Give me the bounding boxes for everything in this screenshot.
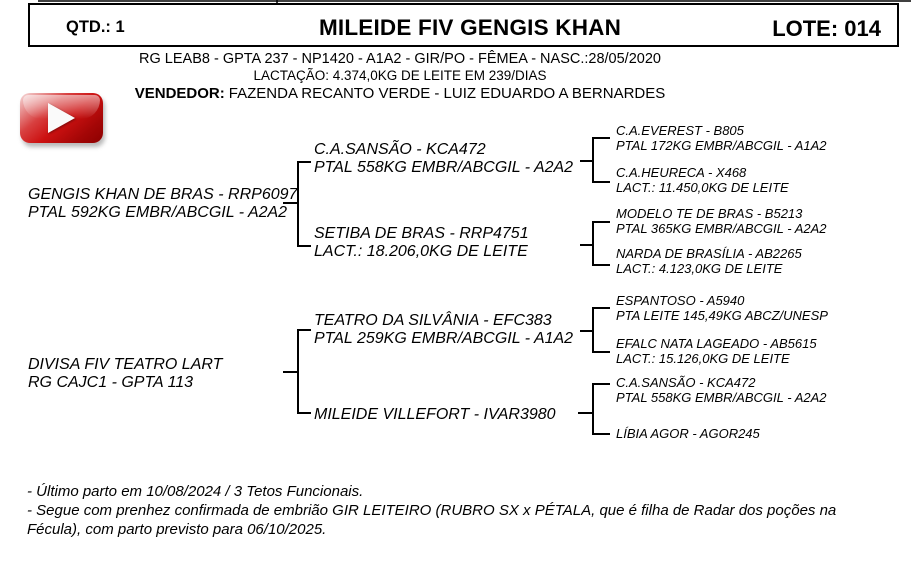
seller-line: VENDEDOR:FAZENDA RECANTO VERDE - LUIZ ED… (0, 85, 800, 102)
dam-sire-bracket (580, 307, 610, 353)
animal-name: C.A.SANSÃO - KCA472 (616, 375, 756, 390)
pedigree-dam-dam-dam: LÍBIA AGOR - AGOR245 (616, 426, 760, 442)
pedigree-sire-sire-sire: C.A.EVEREST - B805 PTAL 172KG EMBR/ABCGI… (616, 123, 827, 153)
pedigree-dam-name: DIVISA FIV TEATRO LART (28, 356, 223, 373)
seller-value: FAZENDA RECANTO VERDE - LUIZ EDUARDO A B… (228, 85, 666, 102)
sire-dam-bracket (580, 221, 610, 266)
animal-detail: LACT.: 4.123,0KG DE LEITE (616, 260, 783, 276)
animal-name: NARDA DE BRASÍLIA - AB2265 (616, 246, 802, 261)
pedigree-dam-sire-dam: EFALC NATA LAGEADO - AB5615 LACT.: 15.12… (616, 336, 817, 366)
pedigree-sire-detail: PTAL 592KG EMBR/ABCGIL - A2A2 (28, 204, 288, 221)
pedigree-sire-name: GENGIS KHAN DE BRAS - RRP6097 (28, 186, 298, 203)
note-pregnancy: - Segue com prenhez confirmada de embriã… (27, 502, 837, 538)
quantity-label: QTD.: 1 (66, 18, 125, 36)
animal-name: C.A.SANSÃO - KCA472 (314, 141, 486, 158)
pedigree-sire-dam-dam: NARDA DE BRASÍLIA - AB2265 LACT.: 4.123,… (616, 246, 802, 276)
pedigree-dam-sire: TEATRO DA SILVÂNIA - EFC383 PTAL 259KG E… (314, 312, 573, 348)
animal-name: EFALC NATA LAGEADO - AB5615 (616, 336, 817, 351)
pedigree-dam-detail: RG CAJC1 - GPTA 113 (28, 374, 194, 391)
notes-section: - Último parto em 10/08/2024 / 3 Tetos F… (27, 482, 875, 539)
pedigree-sire: GENGIS KHAN DE BRAS - RRP6097 PTAL 592KG… (28, 186, 297, 222)
registration-line: RG LEAB8 - GPTA 237 - NP1420 - A1A2 - GI… (139, 51, 661, 67)
pedigree-sire-dam: SETIBA DE BRAS - RRP4751 LACT.: 18.206,0… (314, 225, 529, 261)
pedigree-sire-sire-dam: C.A.HEURECA - X468 LACT.: 11.450,0KG DE … (616, 165, 789, 195)
animal-detail: PTAL 558KG EMBR/ABCGIL - A2A2 (616, 389, 827, 405)
dam-dam-bracket (578, 383, 610, 435)
animal-detail: LACT.: 11.450,0KG DE LEITE (616, 179, 789, 195)
animal-name: LÍBIA AGOR - AGOR245 (616, 426, 760, 441)
page-title: MILEIDE FIV GENGIS KHAN (318, 15, 622, 40)
animal-name: C.A.HEURECA - X468 (616, 165, 747, 180)
animal-name: TEATRO DA SILVÂNIA - EFC383 (314, 312, 552, 329)
animal-name: C.A.EVEREST - B805 (616, 123, 744, 138)
lactation-line: LACTAÇÃO: 4.374,0KG DE LEITE EM 239/DIAS (253, 68, 547, 83)
seller-label: VENDEDOR: (134, 85, 225, 102)
lot-number-label: LOTE: 014 (772, 16, 881, 41)
animal-name: MILEIDE VILLEFORT - IVAR3980 (314, 406, 556, 423)
play-icon (48, 103, 75, 133)
pedigree-sire-dam-sire: MODELO TE DE BRAS - B5213 PTAL 365KG EMB… (616, 206, 827, 236)
pedigree-dam-dam: MILEIDE VILLEFORT - IVAR3980 (314, 406, 556, 424)
pedigree-dam: DIVISA FIV TEATRO LART RG CAJC1 - GPTA 1… (28, 356, 222, 392)
sire-sire-bracket (580, 137, 610, 183)
video-play-button[interactable] (20, 93, 103, 143)
note-last-calving: - Último parto em 10/08/2024 / 3 Tetos F… (27, 483, 364, 500)
header-box: QTD.: 1 MILEIDE FIV GENGIS KHAN LOTE: 01… (28, 3, 899, 47)
animal-detail: PTAL 172KG EMBR/ABCGIL - A1A2 (616, 137, 827, 153)
pedigree-sire-sire: C.A.SANSÃO - KCA472 PTAL 558KG EMBR/ABCG… (314, 141, 573, 177)
dam-bracket (283, 329, 311, 414)
pedigree-dam-dam-sire: C.A.SANSÃO - KCA472 PTAL 558KG EMBR/ABCG… (616, 375, 827, 405)
animal-name: ESPANTOSO - A5940 (616, 293, 745, 308)
pedigree-dam-sire-sire: ESPANTOSO - A5940 PTA LEITE 145,49KG ABC… (616, 293, 828, 323)
animal-detail: PTA LEITE 145,49KG ABCZ/UNESP (616, 307, 828, 323)
animal-detail: PTAL 365KG EMBR/ABCGIL - A2A2 (616, 220, 827, 236)
animal-detail: PTAL 259KG EMBR/ABCGIL - A1A2 (314, 330, 574, 347)
animal-detail: LACT.: 15.126,0KG DE LEITE (616, 350, 790, 366)
animal-detail: PTAL 558KG EMBR/ABCGIL - A2A2 (314, 159, 574, 176)
animal-name: MODELO TE DE BRAS - B5213 (616, 206, 803, 221)
animal-name: SETIBA DE BRAS - RRP4751 (314, 225, 529, 242)
animal-detail: LACT.: 18.206,0KG DE LEITE (314, 243, 528, 260)
